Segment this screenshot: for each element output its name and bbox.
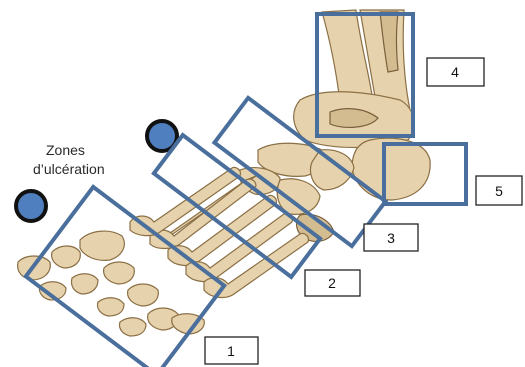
zone-number-1: 1 [227, 343, 235, 359]
title-line-2: d’ulcération [33, 161, 105, 177]
zone-number-3: 3 [387, 230, 395, 246]
zone-number-2: 2 [328, 275, 336, 291]
title-line-1: Zones [46, 142, 85, 158]
zone-number-5: 5 [495, 183, 503, 199]
ulcer-marker-2 [16, 191, 46, 221]
zone-number-4: 4 [451, 64, 459, 80]
